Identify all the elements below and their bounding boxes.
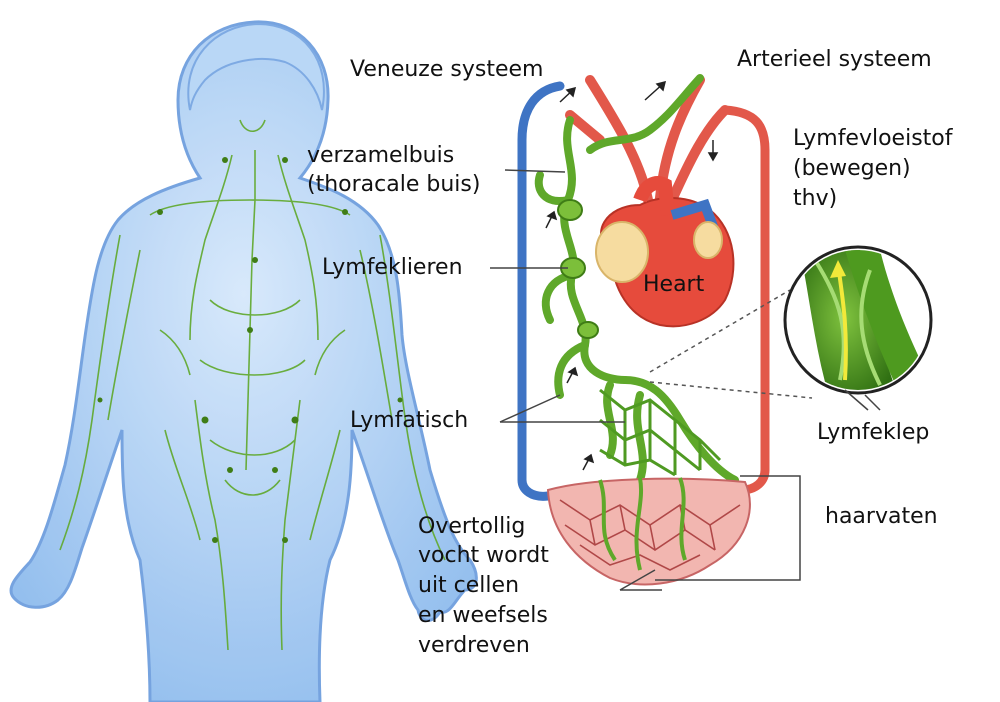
label-lymph-fluid-line2: (bewegen) [793,156,911,181]
lymph-mesh [599,388,722,477]
label-excess-fluid-line3: uit cellen [418,573,520,598]
label-collecting-duct-line2: (thoracale buis) [307,172,481,197]
label-heart: Heart [643,272,705,297]
lymph-valve-magnifier-icon [649,245,933,399]
vein-left-vessel [517,81,565,501]
label-excess-fluid-line4: en weefsels [418,603,548,628]
label-venous-system: Veneuze systeem [350,57,544,82]
label-collecting-duct-line1: verzamelbuis [307,143,455,168]
body-silhouette [9,20,478,702]
label-lymph-fluid-line1: Lymfevloeistof [793,126,953,151]
label-arterial-system: Arterieel systeem [737,47,932,72]
capillary-bed [546,477,751,586]
label-excess-fluid-line5: verdreven [418,633,530,658]
lymph-nodes-diagram [557,199,599,339]
human-body-figure [9,20,478,702]
label-excess-fluid-line1: Overtollig [418,514,526,539]
label-capillaries: haarvaten [825,504,938,529]
label-lymph-nodes: Lymfeklieren [322,255,463,280]
label-lymph-valve: Lymfeklep [817,420,930,445]
body-lymph-network [59,119,446,651]
artery-right-vessel [720,105,770,495]
flow-arrow-icon [545,80,719,471]
hair-outline [187,22,325,111]
leader-lines [490,169,881,591]
label-lymphatic: Lymfatisch [350,408,469,433]
circulation-diagram [517,74,770,586]
body-lymph-nodes [97,157,403,543]
label-lymph-fluid-line3: thv) [793,186,838,211]
heart-graphic [595,176,735,328]
label-excess-fluid-line2: vocht wordt [418,543,549,568]
